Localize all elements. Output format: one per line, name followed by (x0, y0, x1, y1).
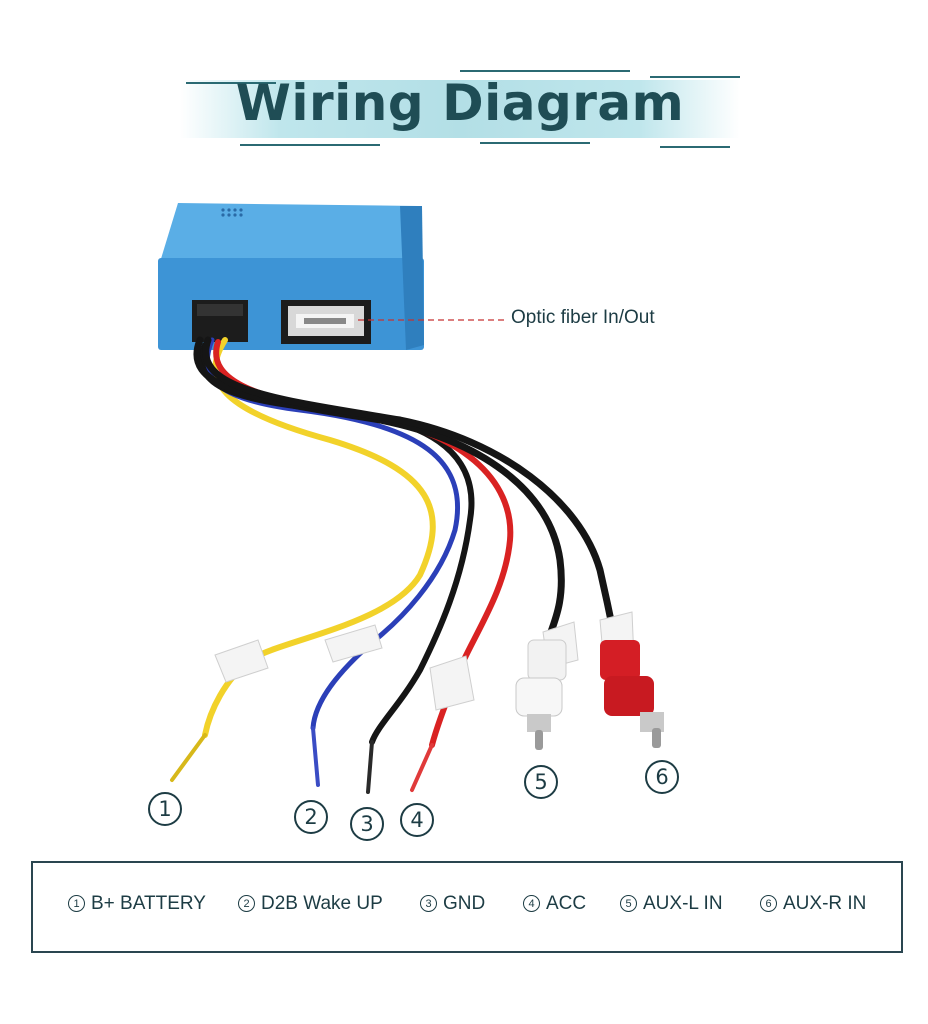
callout-1: 1 (148, 792, 182, 826)
callout-3: 3 (350, 807, 384, 841)
rca-white-plug (515, 639, 567, 750)
module-box (158, 203, 424, 350)
banner-stroke (240, 144, 380, 146)
wire-black-tip (366, 740, 374, 794)
optic-fiber-label: Optic fiber In/Out (511, 307, 655, 328)
banner-stroke (650, 76, 740, 78)
legend-label: ACC (546, 893, 587, 914)
legend-item-d2b-wake-up: 2 D2B Wake UP (238, 893, 383, 915)
legend-item-aux-l-in: 5 AUX-L IN (620, 893, 723, 915)
legend-number: 2 (238, 895, 255, 912)
legend-label: AUX-L IN (643, 893, 723, 914)
title-banner: Wiring Diagram (180, 70, 740, 148)
banner-stroke (460, 70, 630, 72)
page-title: Wiring Diagram (235, 74, 685, 132)
legend-item-gnd: 3 GND (420, 893, 485, 915)
banner-stroke (186, 82, 276, 84)
harness-illustration (158, 203, 664, 794)
legend-number: 5 (620, 895, 637, 912)
legend-box: 1 B+ BATTERY 2 D2B Wake UP 3 GND 4 ACC 5 AUX-… (31, 861, 903, 953)
legend-label: D2B Wake UP (261, 893, 383, 914)
wire-yellow-tip (170, 733, 207, 782)
legend-item-aux-r-in: 6 AUX-R IN (760, 893, 866, 915)
legend-number: 1 (68, 895, 85, 912)
wires (170, 336, 619, 794)
wire-aux-l (193, 336, 565, 644)
legend-number: 6 (760, 895, 777, 912)
callout-5: 5 (524, 765, 558, 799)
legend-number: 3 (420, 895, 437, 912)
legend-label: GND (443, 893, 486, 914)
callout-2: 2 (294, 800, 328, 834)
callout-4: 4 (400, 803, 434, 837)
callout-6: 6 (645, 760, 679, 794)
wire-red-tip (410, 743, 434, 792)
legend-label: AUX-R IN (783, 893, 867, 914)
legend-number: 4 (523, 895, 540, 912)
legend-item-b-battery: 1 B+ BATTERY (68, 893, 206, 915)
banner-stroke (480, 142, 590, 144)
banner-stroke (660, 146, 730, 148)
rca-red-plug (600, 640, 664, 748)
banner-background (180, 80, 740, 138)
wire-blue-tip (311, 726, 320, 787)
wire-aux-r (202, 336, 619, 644)
legend-item-acc: 4 ACC (523, 893, 586, 915)
legend-label: B+ BATTERY (91, 893, 206, 914)
